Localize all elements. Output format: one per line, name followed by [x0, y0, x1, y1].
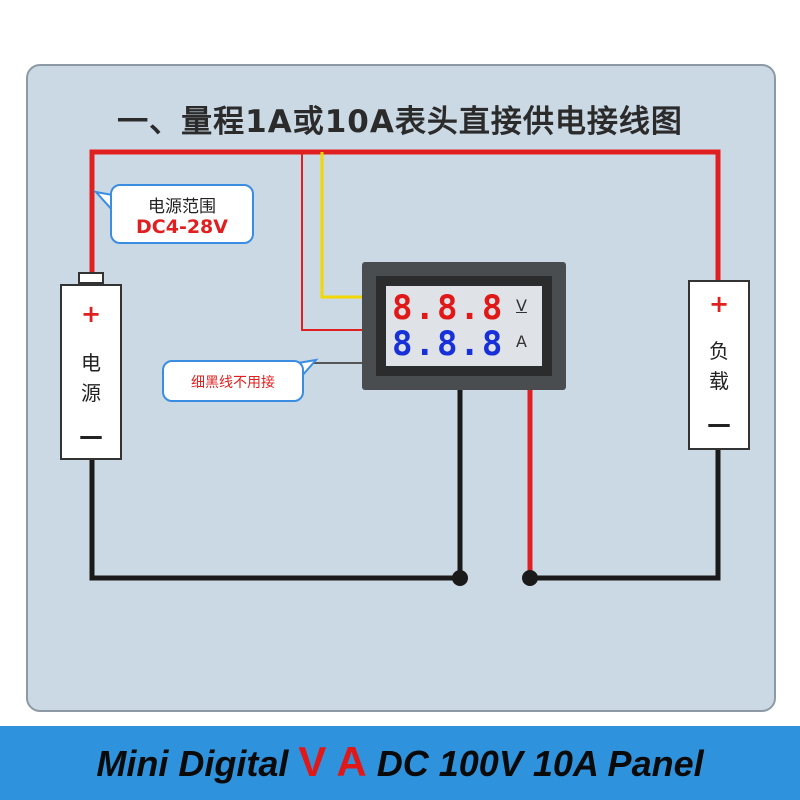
- power-range-label: 电源范围: [148, 197, 216, 217]
- power-label-2: 源: [81, 381, 101, 405]
- diagram-title: 一、量程1A或10A表头直接供电接线图: [117, 104, 683, 140]
- junction-dot-right: [522, 570, 538, 586]
- power-plus-sign: +: [80, 300, 102, 328]
- banner-accent-v: V: [298, 738, 327, 785]
- voltage-digits: 8.8.8: [392, 288, 505, 328]
- black-wire-load: [530, 450, 721, 581]
- power-range-value: DC4-28V: [136, 216, 228, 238]
- banner-text-after: DC 100V 10A Panel: [366, 743, 704, 784]
- power-range-callout: 电源范围 DC4-28V: [110, 184, 254, 244]
- load: + 负 载 —: [688, 280, 750, 450]
- load-plus-sign: +: [708, 290, 730, 318]
- banner-text-before: Mini Digital: [96, 743, 299, 784]
- red-wire-branch: [301, 152, 362, 331]
- thin-wire-callout: 细黑线不用接: [162, 360, 304, 402]
- current-unit: A: [516, 332, 527, 351]
- voltage-unit: V: [516, 296, 527, 315]
- meter-screen: 8.8.8 V 8.8.8 A: [386, 286, 542, 366]
- panel-meter: 8.8.8 V 8.8.8 A: [362, 262, 566, 390]
- banner-text: Mini Digital V A DC 100V 10A Panel: [0, 738, 800, 786]
- current-digits: 8.8.8: [392, 324, 505, 364]
- banner-accent-a: A: [336, 738, 367, 785]
- load-label-2: 载: [709, 369, 729, 393]
- red-wire-main: [89, 149, 721, 280]
- load-minus-sign: —: [707, 410, 731, 438]
- power-label-1: 电: [81, 351, 101, 375]
- thin-wire-note: 细黑线不用接: [191, 375, 275, 391]
- product-banner: Mini Digital V A DC 100V 10A Panel: [0, 726, 800, 800]
- power-source: + 电 源 —: [60, 284, 122, 460]
- load-label-1: 负: [709, 339, 729, 363]
- battery-terminal: [78, 272, 104, 284]
- black-wire: [89, 390, 463, 581]
- junction-dot-left: [452, 570, 468, 586]
- yellow-wire: [320, 152, 362, 299]
- power-minus-sign: —: [79, 422, 103, 450]
